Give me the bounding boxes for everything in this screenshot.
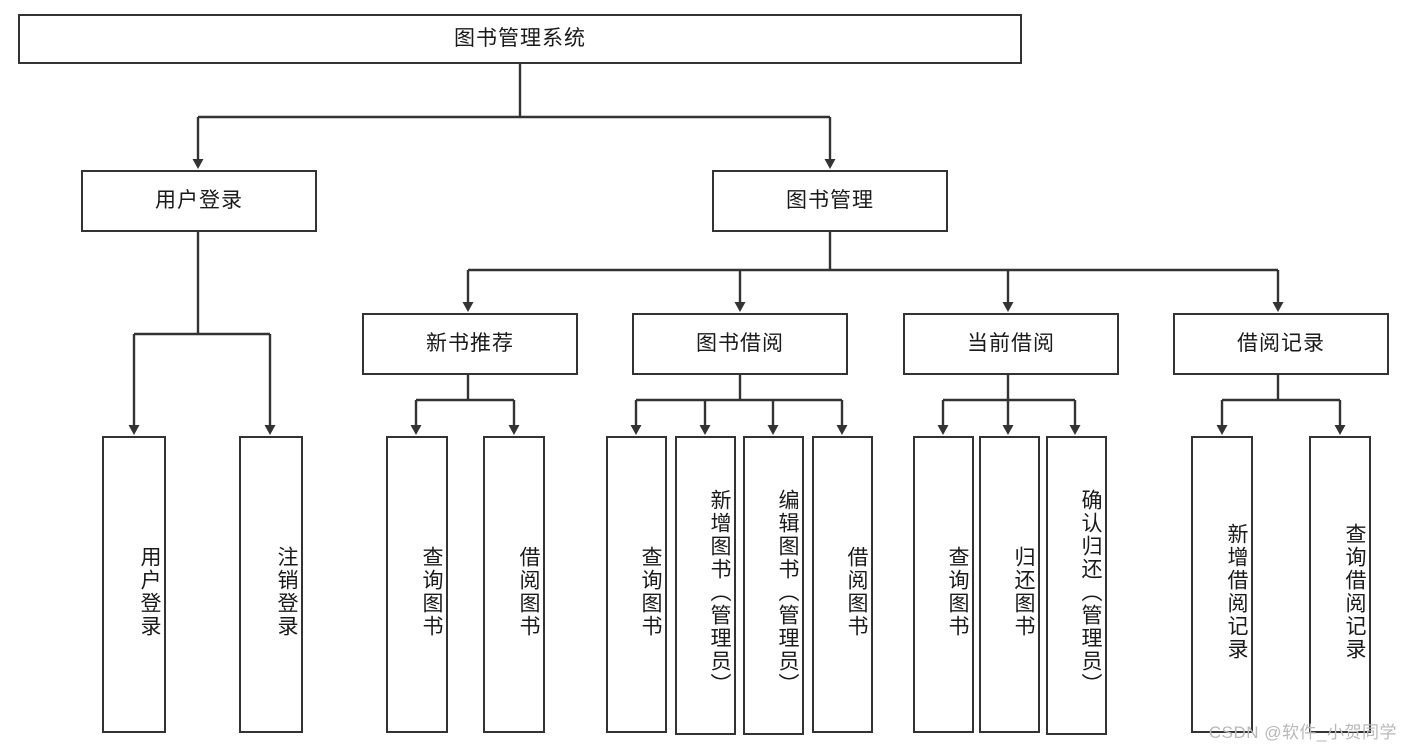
node-leaf-confirm-return[interactable]: 确认归还（管理员） bbox=[1046, 436, 1107, 735]
node-book-manage-label: 图书管理 bbox=[786, 189, 874, 213]
leaf-label: 查询图书 bbox=[420, 545, 443, 638]
leaf-label: 借阅图书 bbox=[517, 545, 540, 638]
node-root-label: 图书管理系统 bbox=[454, 27, 586, 51]
leaf-label: 借阅图书 bbox=[845, 545, 868, 638]
node-leaf-logout[interactable]: 注销登录 bbox=[239, 436, 303, 733]
leaf-label: 用户登录 bbox=[138, 545, 161, 638]
node-user-login[interactable]: 用户登录 bbox=[81, 170, 317, 232]
node-leaf-query-book-3[interactable]: 查询图书 bbox=[913, 436, 974, 733]
leaf-label: 新增图书（管理员） bbox=[708, 489, 731, 696]
csdn-watermark: CSDN @软件_小贺同学 bbox=[1208, 723, 1397, 742]
node-leaf-borrow-book-1[interactable]: 借阅图书 bbox=[483, 436, 545, 733]
node-current-borrow[interactable]: 当前借阅 bbox=[903, 313, 1119, 375]
leaf-label: 确认归还（管理员） bbox=[1079, 489, 1102, 696]
node-current-borrow-label: 当前借阅 bbox=[967, 332, 1055, 356]
node-book-borrow-label: 图书借阅 bbox=[696, 332, 784, 356]
leaf-label: 归还图书 bbox=[1012, 545, 1035, 638]
node-borrow-record-label: 借阅记录 bbox=[1237, 332, 1325, 356]
node-leaf-query-book-1[interactable]: 查询图书 bbox=[386, 436, 448, 733]
leaf-label: 注销登录 bbox=[275, 545, 298, 638]
leaf-label: 新增借阅记录 bbox=[1225, 522, 1248, 661]
node-leaf-add-book[interactable]: 新增图书（管理员） bbox=[675, 436, 736, 735]
node-root[interactable]: 图书管理系统 bbox=[18, 14, 1022, 64]
node-book-borrow[interactable]: 图书借阅 bbox=[632, 313, 848, 375]
node-leaf-add-record[interactable]: 新增借阅记录 bbox=[1191, 436, 1253, 733]
node-book-manage[interactable]: 图书管理 bbox=[712, 170, 948, 232]
node-leaf-borrow-book-2[interactable]: 借阅图书 bbox=[812, 436, 873, 733]
leaf-label: 查询图书 bbox=[639, 545, 662, 638]
leaf-label: 查询图书 bbox=[946, 545, 969, 638]
node-leaf-user-login[interactable]: 用户登录 bbox=[102, 436, 166, 733]
leaf-label: 编辑图书（管理员） bbox=[776, 489, 799, 696]
leaf-label: 查询借阅记录 bbox=[1343, 522, 1366, 661]
node-borrow-record[interactable]: 借阅记录 bbox=[1173, 313, 1389, 375]
node-new-book-recommend[interactable]: 新书推荐 bbox=[362, 313, 578, 375]
node-leaf-edit-book[interactable]: 编辑图书（管理员） bbox=[743, 436, 804, 735]
node-leaf-query-record[interactable]: 查询借阅记录 bbox=[1309, 436, 1371, 733]
node-new-book-recommend-label: 新书推荐 bbox=[426, 332, 514, 356]
node-leaf-return-book[interactable]: 归还图书 bbox=[979, 436, 1040, 733]
node-user-login-label: 用户登录 bbox=[155, 189, 243, 213]
node-leaf-query-book-2[interactable]: 查询图书 bbox=[606, 436, 667, 733]
